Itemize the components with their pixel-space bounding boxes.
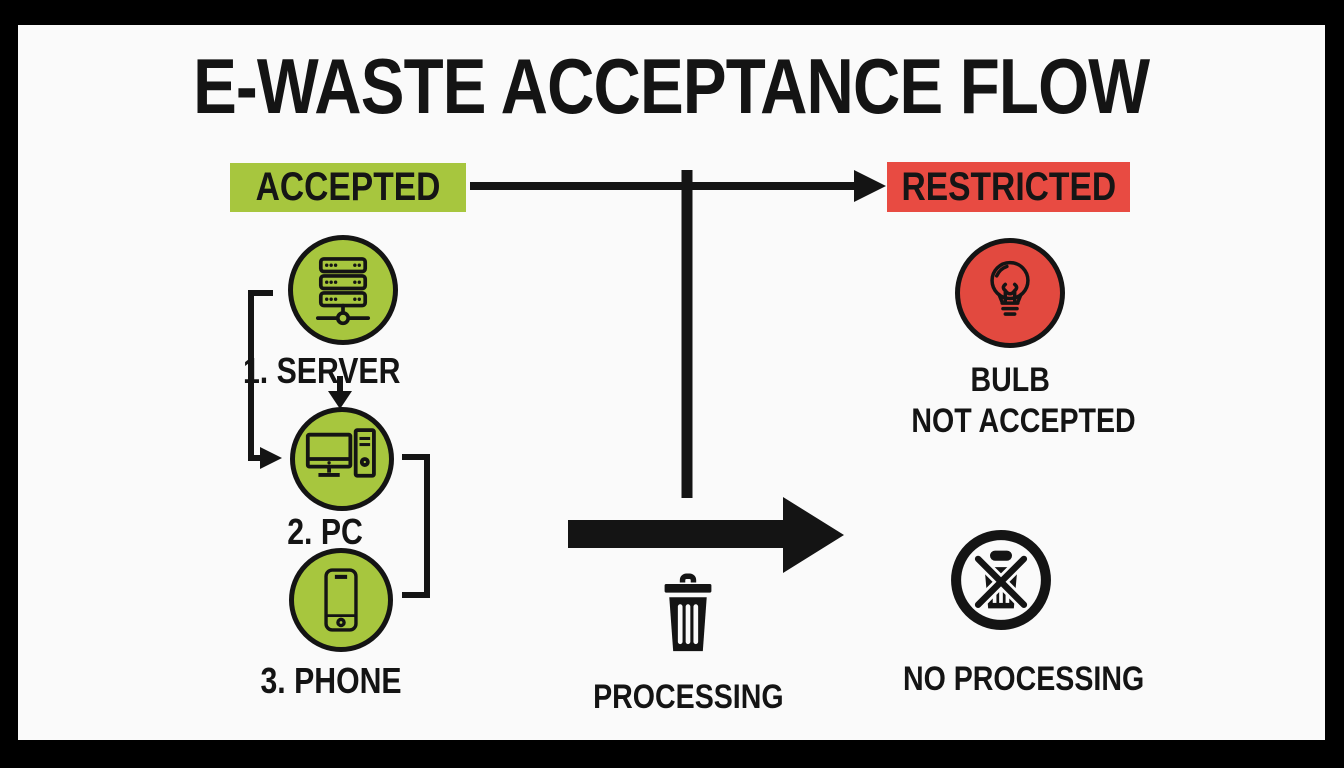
restricted-header: RESTRICTED [887,162,1130,212]
server-label-text: 1. SERVER [243,350,401,391]
phone-label-text: 3. PHONE [260,660,402,701]
server-circle [288,235,398,345]
server-label: 1. SERVER [212,352,432,390]
page-title-text: E-WASTE ACCEPTANCE FLOW [193,42,1150,130]
diagram-board: E-WASTE ACCEPTANCE FLOW ACCEPTED RESTRIC… [18,25,1325,740]
pc-phone-bracket [402,454,430,598]
processing-item [649,566,727,666]
not-accepted-label: NOT ACCEPTED [890,403,1135,440]
phone-label: 3. PHONE [221,662,441,700]
desktop-pc-icon [305,428,376,478]
no-processing-label: NO PROCESSING [880,661,1144,698]
processing-label: PROCESSING [568,678,808,716]
pc-label-text: 2. PC [287,511,363,552]
bulb-label: BULB [900,361,1120,399]
trash-icon [664,573,712,652]
no-processing-label-text: NO PROCESSING [902,660,1145,698]
lightbulb-icon [990,260,1030,316]
smartphone-icon [324,568,358,632]
flow-arrow-accepted-to-restricted [470,170,886,202]
server-to-pc-connector [248,290,282,469]
not-accepted-label-text: NOT ACCEPTED [911,402,1136,440]
bulb-label-text: BULB [970,361,1050,399]
connector-overlay [248,170,886,598]
server-icon [315,257,371,326]
phone-circle [289,548,393,652]
bulb-circle [955,238,1065,348]
restricted-header-label: RESTRICTED [901,164,1116,209]
accepted-header-label: ACCEPTED [255,165,441,209]
processing-arrow [568,497,844,573]
processing-label-text: PROCESSING [592,678,784,716]
server-down-arrow [328,376,352,409]
pc-label: 2. PC [215,513,435,551]
no-processing-item [946,525,1056,635]
page-title: E-WASTE ACCEPTANCE FLOW [18,47,1325,125]
no-trash-icon [951,530,1051,630]
pc-circle [290,407,394,511]
accepted-header: ACCEPTED [230,163,466,212]
